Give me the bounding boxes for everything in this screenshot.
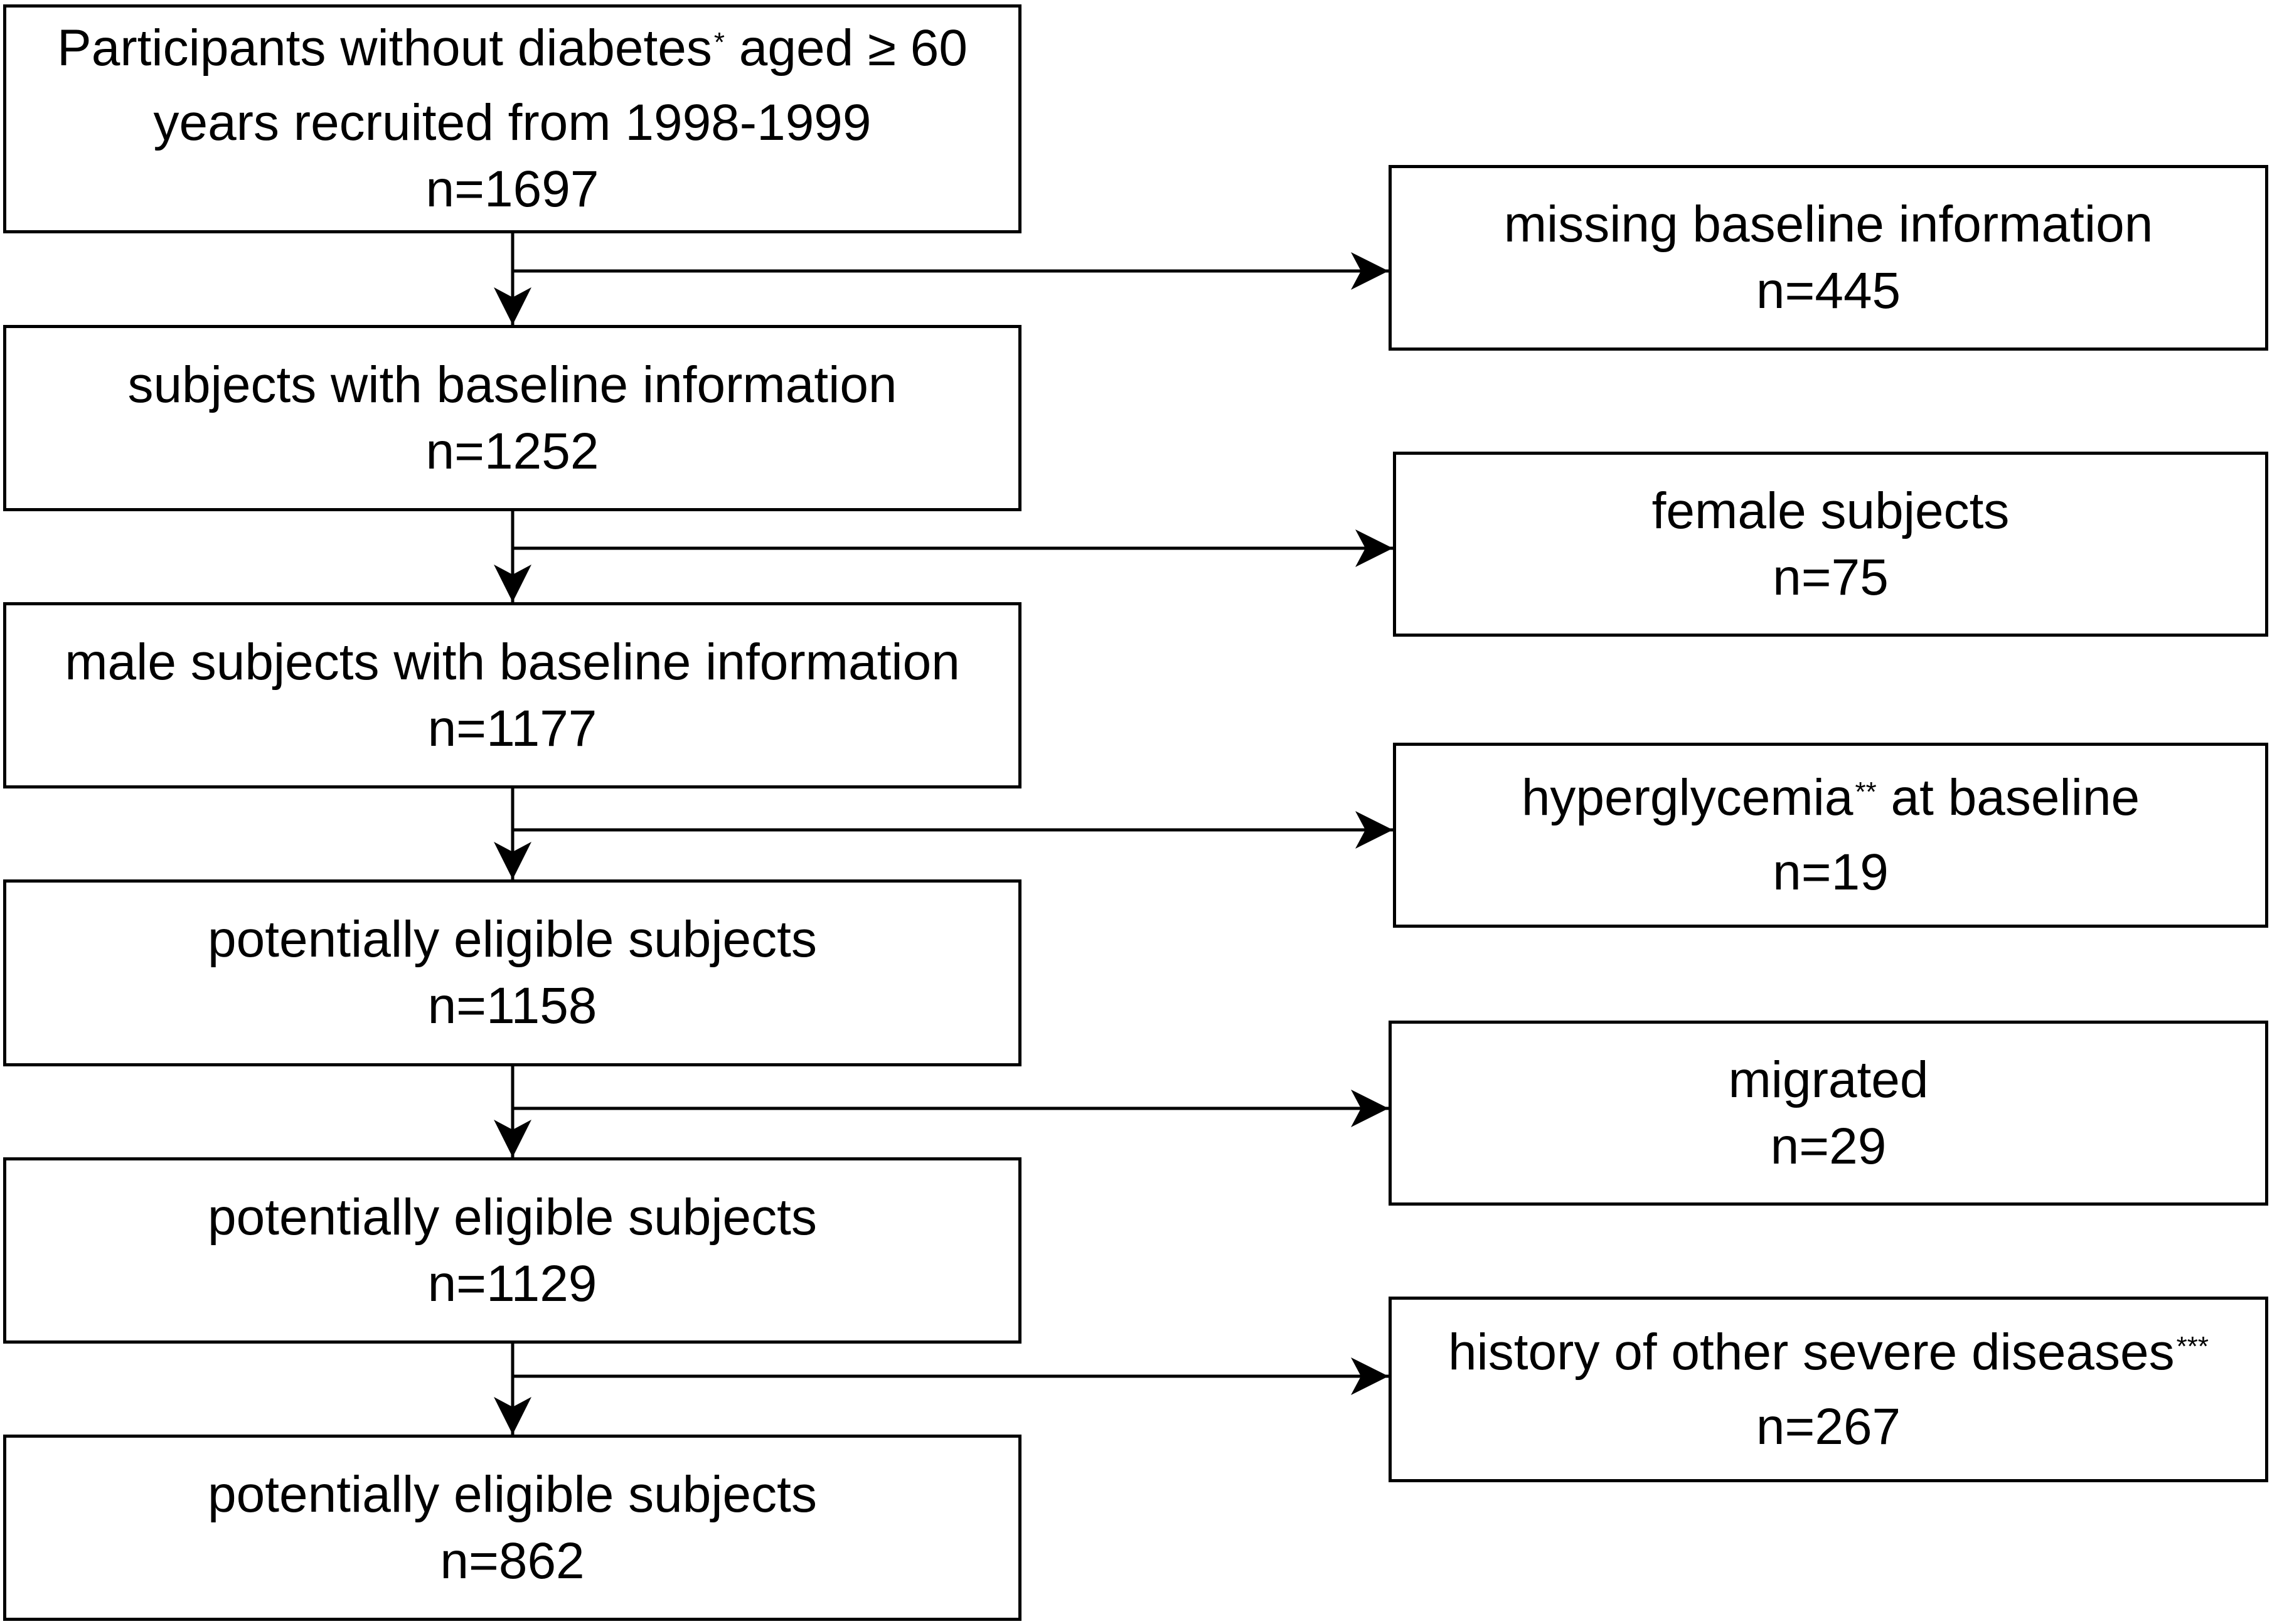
- exclusion-box-female: female subjects n=75: [1393, 452, 2268, 637]
- exclusion-text: hyperglycemia: [1521, 769, 1853, 826]
- exclusion-text: migrated: [1728, 1051, 1929, 1108]
- main-box-enrolled-count: n=1697: [425, 161, 599, 218]
- main-box-enrolled-line2: years recruited from 1998-1999: [153, 94, 872, 151]
- exclusion-box-label: female subjects: [1652, 478, 2010, 544]
- main-box-label: potentially eligible subjects: [208, 1188, 817, 1246]
- main-box-label: male subjects with baseline information: [65, 633, 960, 691]
- main-box-count: n=862: [440, 1532, 585, 1590]
- main-box-enrolled: Participants without diabetes* aged ≥ 60…: [3, 4, 1021, 233]
- down-arrowhead-4: [494, 1120, 531, 1157]
- down-arrowhead-1: [494, 287, 531, 325]
- exclusion-box-count: n=445: [1756, 262, 1901, 319]
- main-box-count: n=1129: [427, 1255, 597, 1312]
- main-box-count: n=1158: [427, 977, 597, 1034]
- exclusion-box-count: n=75: [1773, 548, 1889, 606]
- down-arrowhead-2: [494, 565, 531, 602]
- side-arrowhead-4: [1351, 1090, 1389, 1127]
- exclusion-box-migrated: migrated n=29: [1389, 1021, 2268, 1206]
- main-box-count: n=1252: [425, 422, 599, 480]
- down-arrowhead-3: [494, 842, 531, 879]
- main-box-male: male subjects with baseline information …: [3, 602, 1021, 788]
- main-box-enrolled-text: Participants without diabetes: [57, 19, 712, 77]
- main-box-label: subjects with baseline information: [127, 356, 897, 413]
- side-arrowhead-2: [1355, 529, 1393, 567]
- main-box-label: potentially eligible subjects: [208, 1465, 817, 1523]
- exclusion-box-count: n=19: [1773, 844, 1889, 901]
- main-box-baseline: subjects with baseline information n=125…: [3, 325, 1021, 511]
- side-arrowhead-5: [1351, 1357, 1389, 1395]
- exclusion-box-label: hyperglycemia** at baseline: [1522, 765, 2140, 839]
- exclusion-suffix: at baseline: [1876, 769, 2140, 826]
- exclusion-box-hyperglycemia: hyperglycemia** at baseline n=19: [1393, 743, 2268, 928]
- main-box-enrolled-line1: Participants without diabetes* aged ≥ 60: [57, 15, 968, 90]
- side-arrowhead-1: [1351, 252, 1389, 290]
- exclusion-box-diseases: history of other severe diseases*** n=26…: [1389, 1297, 2268, 1482]
- exclusion-text: female subjects: [1651, 482, 2010, 539]
- exclusion-box-label: migrated: [1728, 1047, 1928, 1113]
- exclusion-box-label: history of other severe diseases***: [1448, 1319, 2209, 1394]
- main-box-eligible-2: potentially eligible subjects n=1129: [3, 1157, 1021, 1344]
- footnote-marker: **: [1855, 777, 1877, 807]
- main-box-enrolled-age: aged ≥ 60: [724, 19, 968, 77]
- exclusion-box-count: n=267: [1756, 1398, 1901, 1455]
- main-box-count: n=1177: [427, 699, 597, 757]
- exclusion-box-count: n=29: [1770, 1117, 1887, 1175]
- main-box-eligible-1: potentially eligible subjects n=1158: [3, 879, 1021, 1066]
- exclusion-text: missing baseline information: [1503, 196, 2153, 253]
- exclusion-text: history of other severe diseases: [1448, 1323, 2175, 1381]
- main-box-label: potentially eligible subjects: [208, 911, 817, 968]
- footnote-marker: *: [713, 27, 725, 58]
- down-arrowhead-5: [494, 1397, 531, 1435]
- main-box-final: potentially eligible subjects n=862: [3, 1435, 1021, 1621]
- side-arrowhead-3: [1355, 811, 1393, 849]
- footnote-marker: ***: [2176, 1330, 2209, 1362]
- exclusion-box-label: missing baseline information: [1504, 191, 2153, 258]
- exclusion-box-missing: missing baseline information n=445: [1389, 165, 2268, 351]
